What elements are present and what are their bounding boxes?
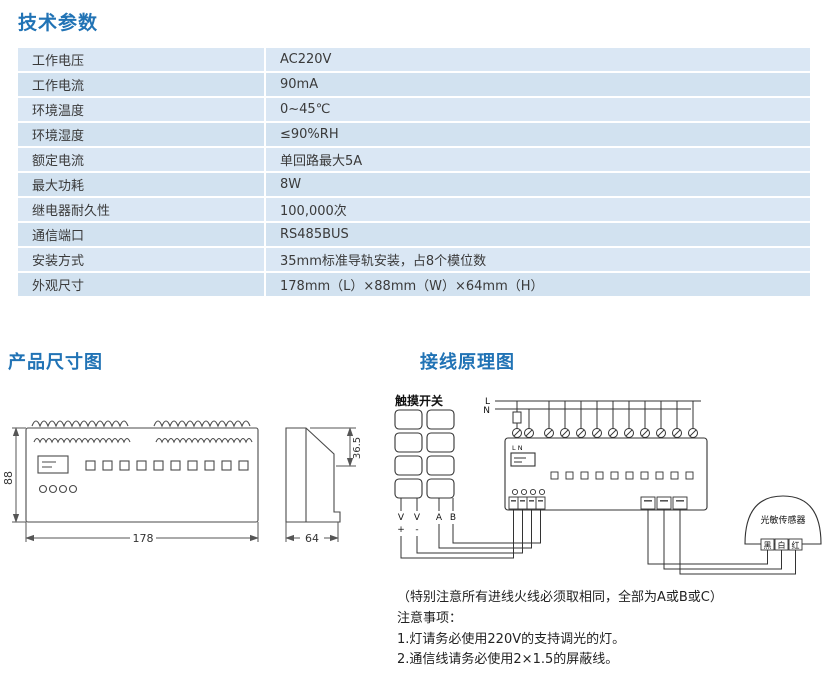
spec-label: 工作电流 (18, 73, 266, 96)
dimmer-module (504, 437, 708, 511)
wiring-section-title: 接线原理图 (420, 352, 515, 373)
touch-switch-label: 触摸开关 (395, 393, 443, 408)
spec-label: 继电器耐久性 (18, 198, 266, 221)
module-body (25, 427, 259, 523)
spec-value: 0~45℃ (266, 98, 810, 121)
note-item: 2.通信线请务必使用2×1.5的屏蔽线。 (397, 652, 619, 668)
terminal-drops (512, 401, 698, 438)
spec-value: 8W (266, 173, 810, 196)
spec-value: AC220V (266, 48, 810, 71)
dimension-drawing: 88 178 36.5 64 (4, 420, 363, 545)
fuse (512, 411, 522, 424)
spec-value: 35mm标准导轨安装，占8个模位数 (266, 248, 810, 271)
notes: （特别注意所有进线火线必须取相同，全部为A或B或C） 注意事项： 1.灯请务必使… (397, 588, 822, 671)
rs485-wires (400, 498, 541, 559)
terminal-sign-minus: - (415, 525, 418, 535)
touch-switch-grid (394, 409, 455, 499)
indicator-leds (511, 488, 546, 496)
sensor-wires (647, 509, 796, 575)
spec-value: RS485BUS (266, 223, 810, 246)
display-window (510, 452, 536, 467)
terminal-letter-a: A (436, 513, 443, 523)
terminal-letter-b: B (450, 513, 456, 523)
display-window (37, 455, 69, 474)
terminal-letter-v2: V (414, 513, 421, 523)
spec-label: 额定电流 (18, 148, 266, 171)
module-input-labels: L N (512, 444, 523, 452)
table-row: 环境湿度≤90%RH (18, 123, 810, 146)
sensor-wire-label-white: 白 (778, 540, 786, 550)
spec-label: 环境湿度 (18, 123, 266, 146)
light-sensor-label: 光敏传感器 (760, 514, 805, 526)
dim-label-width: 178 (133, 532, 154, 545)
terminal-scallops (31, 420, 129, 428)
dim-label-top-height: 36.5 (352, 437, 363, 459)
sensor-wire-label-black: 黑 (764, 541, 772, 550)
spec-label: 外观尺寸 (18, 273, 266, 296)
spec-value: 100,000次 (266, 198, 810, 221)
dimension-lines (12, 427, 356, 542)
side-view (285, 427, 341, 523)
note-warning: （特别注意所有进线火线必须取相同，全部为A或B或C） (397, 590, 723, 605)
dim-label-depth: 64 (305, 532, 319, 545)
sensor-wire-label-red: 红 (792, 540, 800, 550)
indicator-leds (38, 484, 78, 494)
bottom-terminal-blocks (508, 496, 688, 510)
terminal-scallops (153, 420, 251, 428)
spec-label: 工作电压 (18, 48, 266, 71)
spec-label: 通信端口 (18, 223, 266, 246)
terminal-sign-plus: + (397, 525, 405, 535)
front-view (25, 420, 259, 523)
page-title: 技术参数 (18, 12, 99, 34)
note-item: 1.灯请务必使用220V的支持调光的灯。 (397, 631, 626, 647)
bus-n-label: N (483, 406, 490, 416)
spec-value: 单回路最大5A (266, 148, 810, 171)
button-row (550, 471, 694, 480)
dim-label-height: 88 (4, 471, 15, 485)
screw-terminals (512, 428, 698, 438)
spec-value: ≤90%RH (266, 123, 810, 146)
light-sensor: 光敏传感器 黑 白 红 (744, 495, 822, 551)
power-bus: L N (483, 397, 701, 416)
spec-label: 最大功耗 (18, 173, 266, 196)
note-heading: 注意事项： (397, 610, 463, 626)
dimension-section-title: 产品尺寸图 (8, 352, 103, 373)
spec-label: 环境温度 (18, 98, 266, 121)
bus-l-label: L (485, 397, 490, 407)
table-row: 额定电流单回路最大5A (18, 148, 810, 171)
spec-label: 安装方式 (18, 248, 266, 271)
button-row (85, 460, 249, 471)
terminal-letter-v1: V (398, 513, 405, 523)
spec-value: 178mm（L）×88mm（W）×64mm（H） (266, 273, 810, 296)
spec-value: 90mA (266, 73, 810, 96)
wiring-drawing: 触摸开关 L N (394, 393, 822, 575)
